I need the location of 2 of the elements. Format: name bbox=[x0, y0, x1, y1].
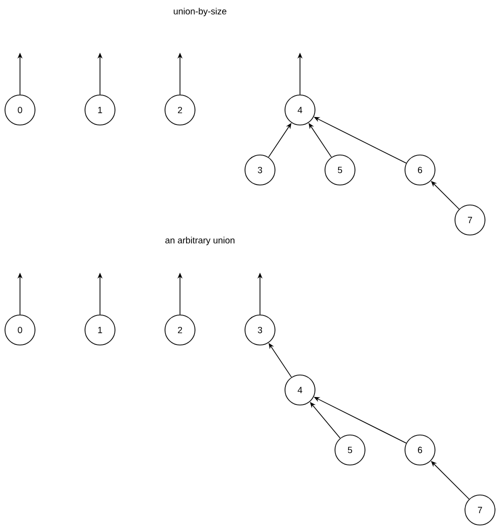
section-title: union-by-size bbox=[174, 8, 226, 16]
section-title: an arbitrary union bbox=[165, 236, 234, 246]
